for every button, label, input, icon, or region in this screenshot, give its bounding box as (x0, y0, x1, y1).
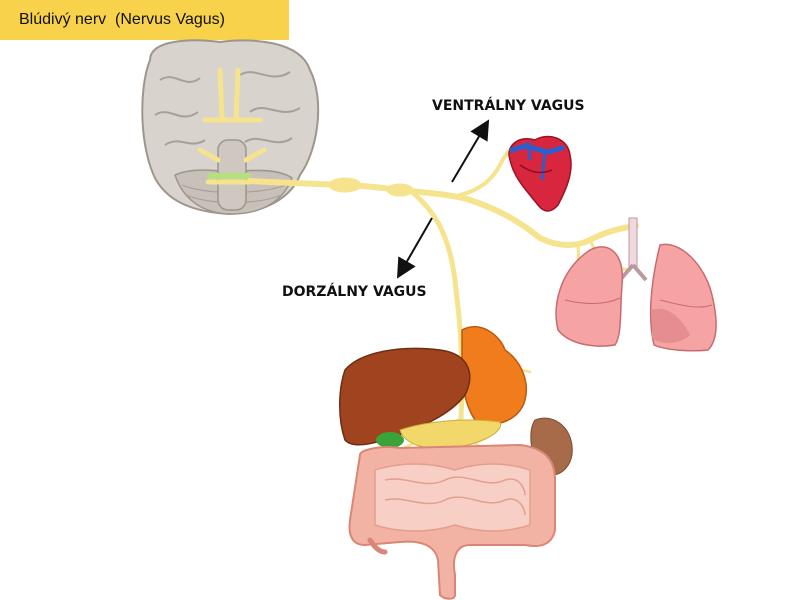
heart-illustration (508, 135, 572, 212)
ventral-arrow (451, 119, 490, 183)
dorsal-vagus-label: DORZÁLNY VAGUS (282, 284, 427, 300)
ventral-vagus-label: VENTRÁLNY VAGUS (432, 98, 585, 114)
lungs-illustration (555, 217, 717, 352)
digestive-organs-illustration (339, 326, 573, 600)
brain-illustration (141, 39, 320, 216)
diagram-title: Blúdivý nerv (Nervus Vagus) (0, 0, 289, 40)
dorsal-arrow (397, 217, 433, 279)
